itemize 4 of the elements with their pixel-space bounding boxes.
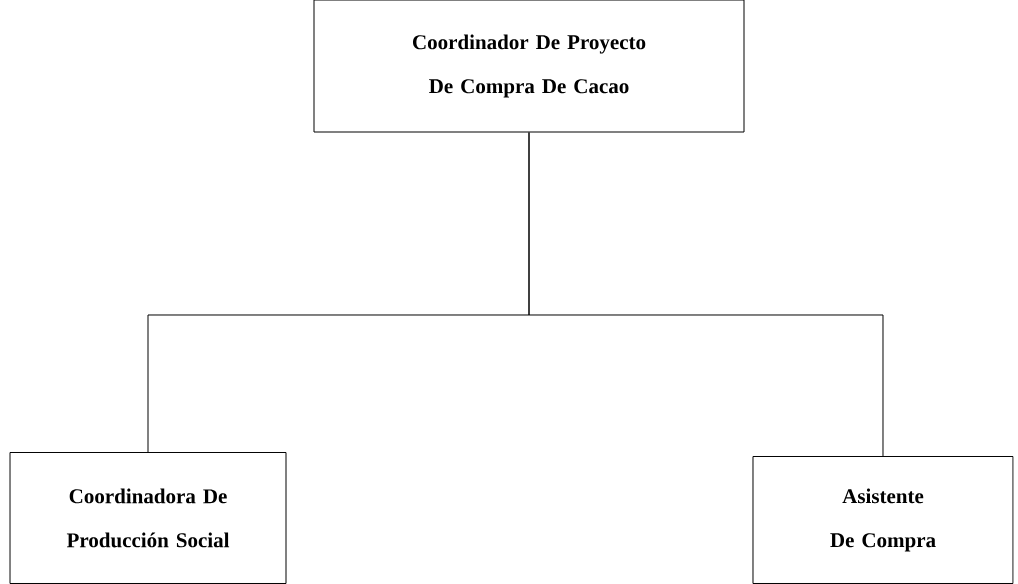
position-box: Coordinadora De Producción Social: [9, 452, 287, 584]
position-box: Asistente De Compra: [752, 456, 1014, 584]
connector-line: [528, 132, 884, 457]
position-box: Coordinador De Proyecto De Compra De Cacao: [313, 0, 745, 133]
